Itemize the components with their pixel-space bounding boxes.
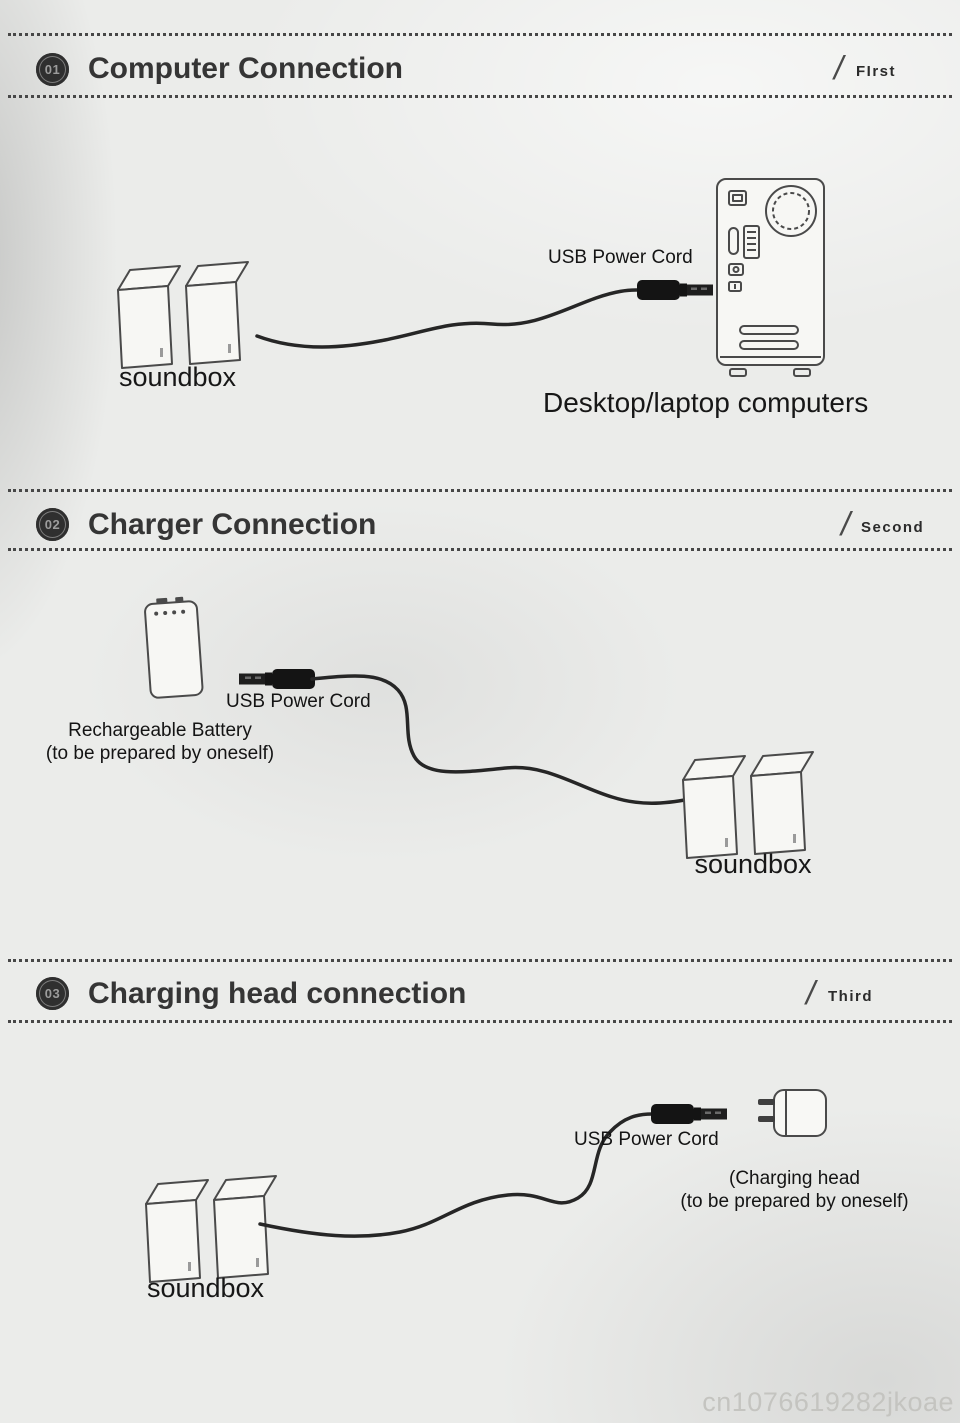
desktop-computer-illustration — [716, 178, 825, 377]
usb-cord-label: USB Power Cord — [548, 247, 693, 268]
section-2-badge: 02 — [36, 508, 69, 541]
section-1-order-label: FIrst — [856, 63, 897, 80]
section-2-title: Charger Connection — [88, 508, 377, 541]
section-1-order-slash: / — [834, 49, 844, 86]
section-3-badge: 03 — [36, 977, 69, 1010]
charging-head-label-line2: (to be prepared by oneself) — [680, 1191, 909, 1212]
charging-head-label: (Charging head (to be prepared by onesel… — [642, 1167, 947, 1213]
charging-head-illustration — [757, 1089, 827, 1137]
section-3-title: Charging head connection — [88, 977, 467, 1010]
soundbox-label: soundbox — [146, 1273, 265, 1303]
section-divider — [8, 548, 952, 551]
usb-plug-icon — [239, 669, 315, 689]
section-1-badge-number: 01 — [44, 62, 61, 77]
usb-cord-label: USB Power Cord — [226, 691, 371, 712]
cable-section-1 — [255, 288, 641, 349]
soundbox-label: soundbox — [118, 362, 237, 392]
section-divider — [8, 95, 952, 98]
section-3-badge-number: 03 — [44, 986, 61, 1001]
usb-plug-icon — [637, 280, 713, 300]
section-1-title: Computer Connection — [88, 52, 403, 85]
battery-label-line1: Rechargeable Battery — [68, 720, 252, 741]
section-divider — [8, 33, 952, 36]
rechargeable-battery-illustration — [143, 594, 204, 700]
section-2-order-label: Second — [861, 519, 925, 536]
soundbox-illustration — [145, 1175, 277, 1283]
section-divider — [8, 1020, 952, 1023]
usb-plug-icon — [651, 1104, 727, 1124]
soundbox-label: soundbox — [694, 849, 812, 879]
section-2-order-slash: / — [841, 505, 851, 542]
computers-label: Desktop/laptop computers — [543, 387, 869, 418]
section-2-badge-number: 02 — [44, 517, 61, 532]
soundbox-illustration — [117, 261, 249, 369]
watermark-text: cn1076619282jkoae — [702, 1387, 954, 1417]
battery-label-line2: (to be prepared by oneself) — [45, 743, 275, 764]
section-3-order-label: Third — [828, 988, 873, 1005]
section-1-badge: 01 — [36, 53, 69, 86]
charging-head-label-line1: (Charging head — [729, 1168, 860, 1189]
usb-cord-label: USB Power Cord — [574, 1129, 719, 1150]
battery-label: Rechargeable Battery (to be prepared by … — [15, 719, 305, 765]
section-3-order-slash: / — [806, 974, 816, 1011]
section-divider — [8, 489, 952, 492]
soundbox-illustration — [682, 751, 814, 859]
section-divider — [8, 959, 952, 962]
